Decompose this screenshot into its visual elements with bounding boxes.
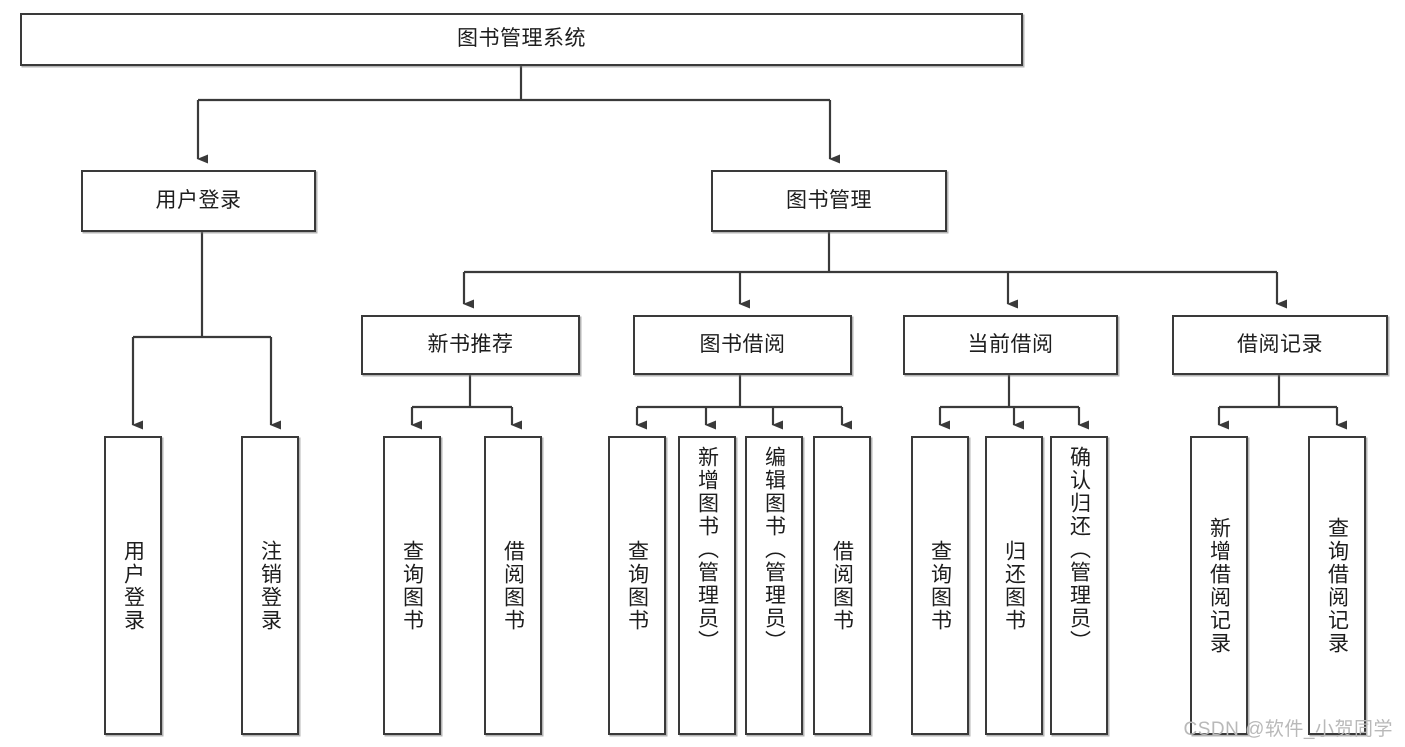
- level3-node-图书借阅-1[interactable]: 图书借阅: [633, 315, 852, 375]
- level2-node-用户登录-0[interactable]: 用户登录: [81, 170, 316, 232]
- level3-node-新书推荐-0[interactable]: 新书推荐: [361, 315, 580, 375]
- node-label: 新增借阅记录: [1207, 516, 1231, 655]
- leaf-node-归还图书-9[interactable]: 归还图书: [985, 436, 1043, 735]
- node-label: 图书管理系统: [457, 27, 586, 51]
- node-label: 查询图书: [400, 539, 424, 632]
- node-label: 借阅图书: [501, 539, 525, 632]
- level3-node-当前借阅-2[interactable]: 当前借阅: [903, 315, 1118, 375]
- node-label: 借阅记录: [1237, 332, 1323, 356]
- node-label: 查询图书: [625, 539, 649, 632]
- leaf-node-确认归还管理员-10[interactable]: 确认归还（管理员）: [1050, 436, 1108, 735]
- leaf-node-注销登录-1[interactable]: 注销登录: [241, 436, 299, 735]
- leaf-node-新增借阅记录-11[interactable]: 新增借阅记录: [1190, 436, 1248, 735]
- leaf-node-借阅图书-7[interactable]: 借阅图书: [813, 436, 871, 735]
- level3-node-借阅记录-3[interactable]: 借阅记录: [1172, 315, 1388, 375]
- node-label: 查询借阅记录: [1325, 516, 1349, 655]
- leaf-node-查询借阅记录-12[interactable]: 查询借阅记录: [1308, 436, 1366, 735]
- node-label: 图书管理: [786, 188, 872, 212]
- leaf-node-借阅图书-3[interactable]: 借阅图书: [484, 436, 542, 735]
- node-label: 注销登录: [258, 539, 282, 632]
- root-node-图书管理系统-0[interactable]: 图书管理系统: [20, 13, 1023, 66]
- leaf-node-新增图书管理员-5[interactable]: 新增图书（管理员）: [678, 436, 736, 735]
- node-label: 当前借阅: [967, 332, 1054, 356]
- leaf-node-查询图书-2[interactable]: 查询图书: [383, 436, 441, 735]
- leaf-node-用户登录-0[interactable]: 用户登录: [104, 436, 162, 735]
- node-label: 用户登录: [155, 188, 242, 212]
- leaf-node-查询图书-8[interactable]: 查询图书: [911, 436, 969, 735]
- level2-node-图书管理-1[interactable]: 图书管理: [711, 170, 947, 232]
- node-label: 查询图书: [928, 539, 952, 632]
- node-label: 用户登录: [121, 539, 145, 632]
- node-label: 图书借阅: [699, 332, 786, 356]
- node-label: 新增图书（管理员）: [695, 446, 719, 653]
- node-label: 归还图书: [1002, 539, 1026, 632]
- node-label: 新书推荐: [427, 332, 514, 356]
- leaf-node-编辑图书管理员-6[interactable]: 编辑图书（管理员）: [745, 436, 803, 735]
- leaf-node-查询图书-4[interactable]: 查询图书: [608, 436, 666, 735]
- node-label: 确认归还（管理员）: [1067, 446, 1091, 653]
- node-label: 借阅图书: [830, 539, 854, 632]
- node-label: 编辑图书（管理员）: [762, 446, 786, 653]
